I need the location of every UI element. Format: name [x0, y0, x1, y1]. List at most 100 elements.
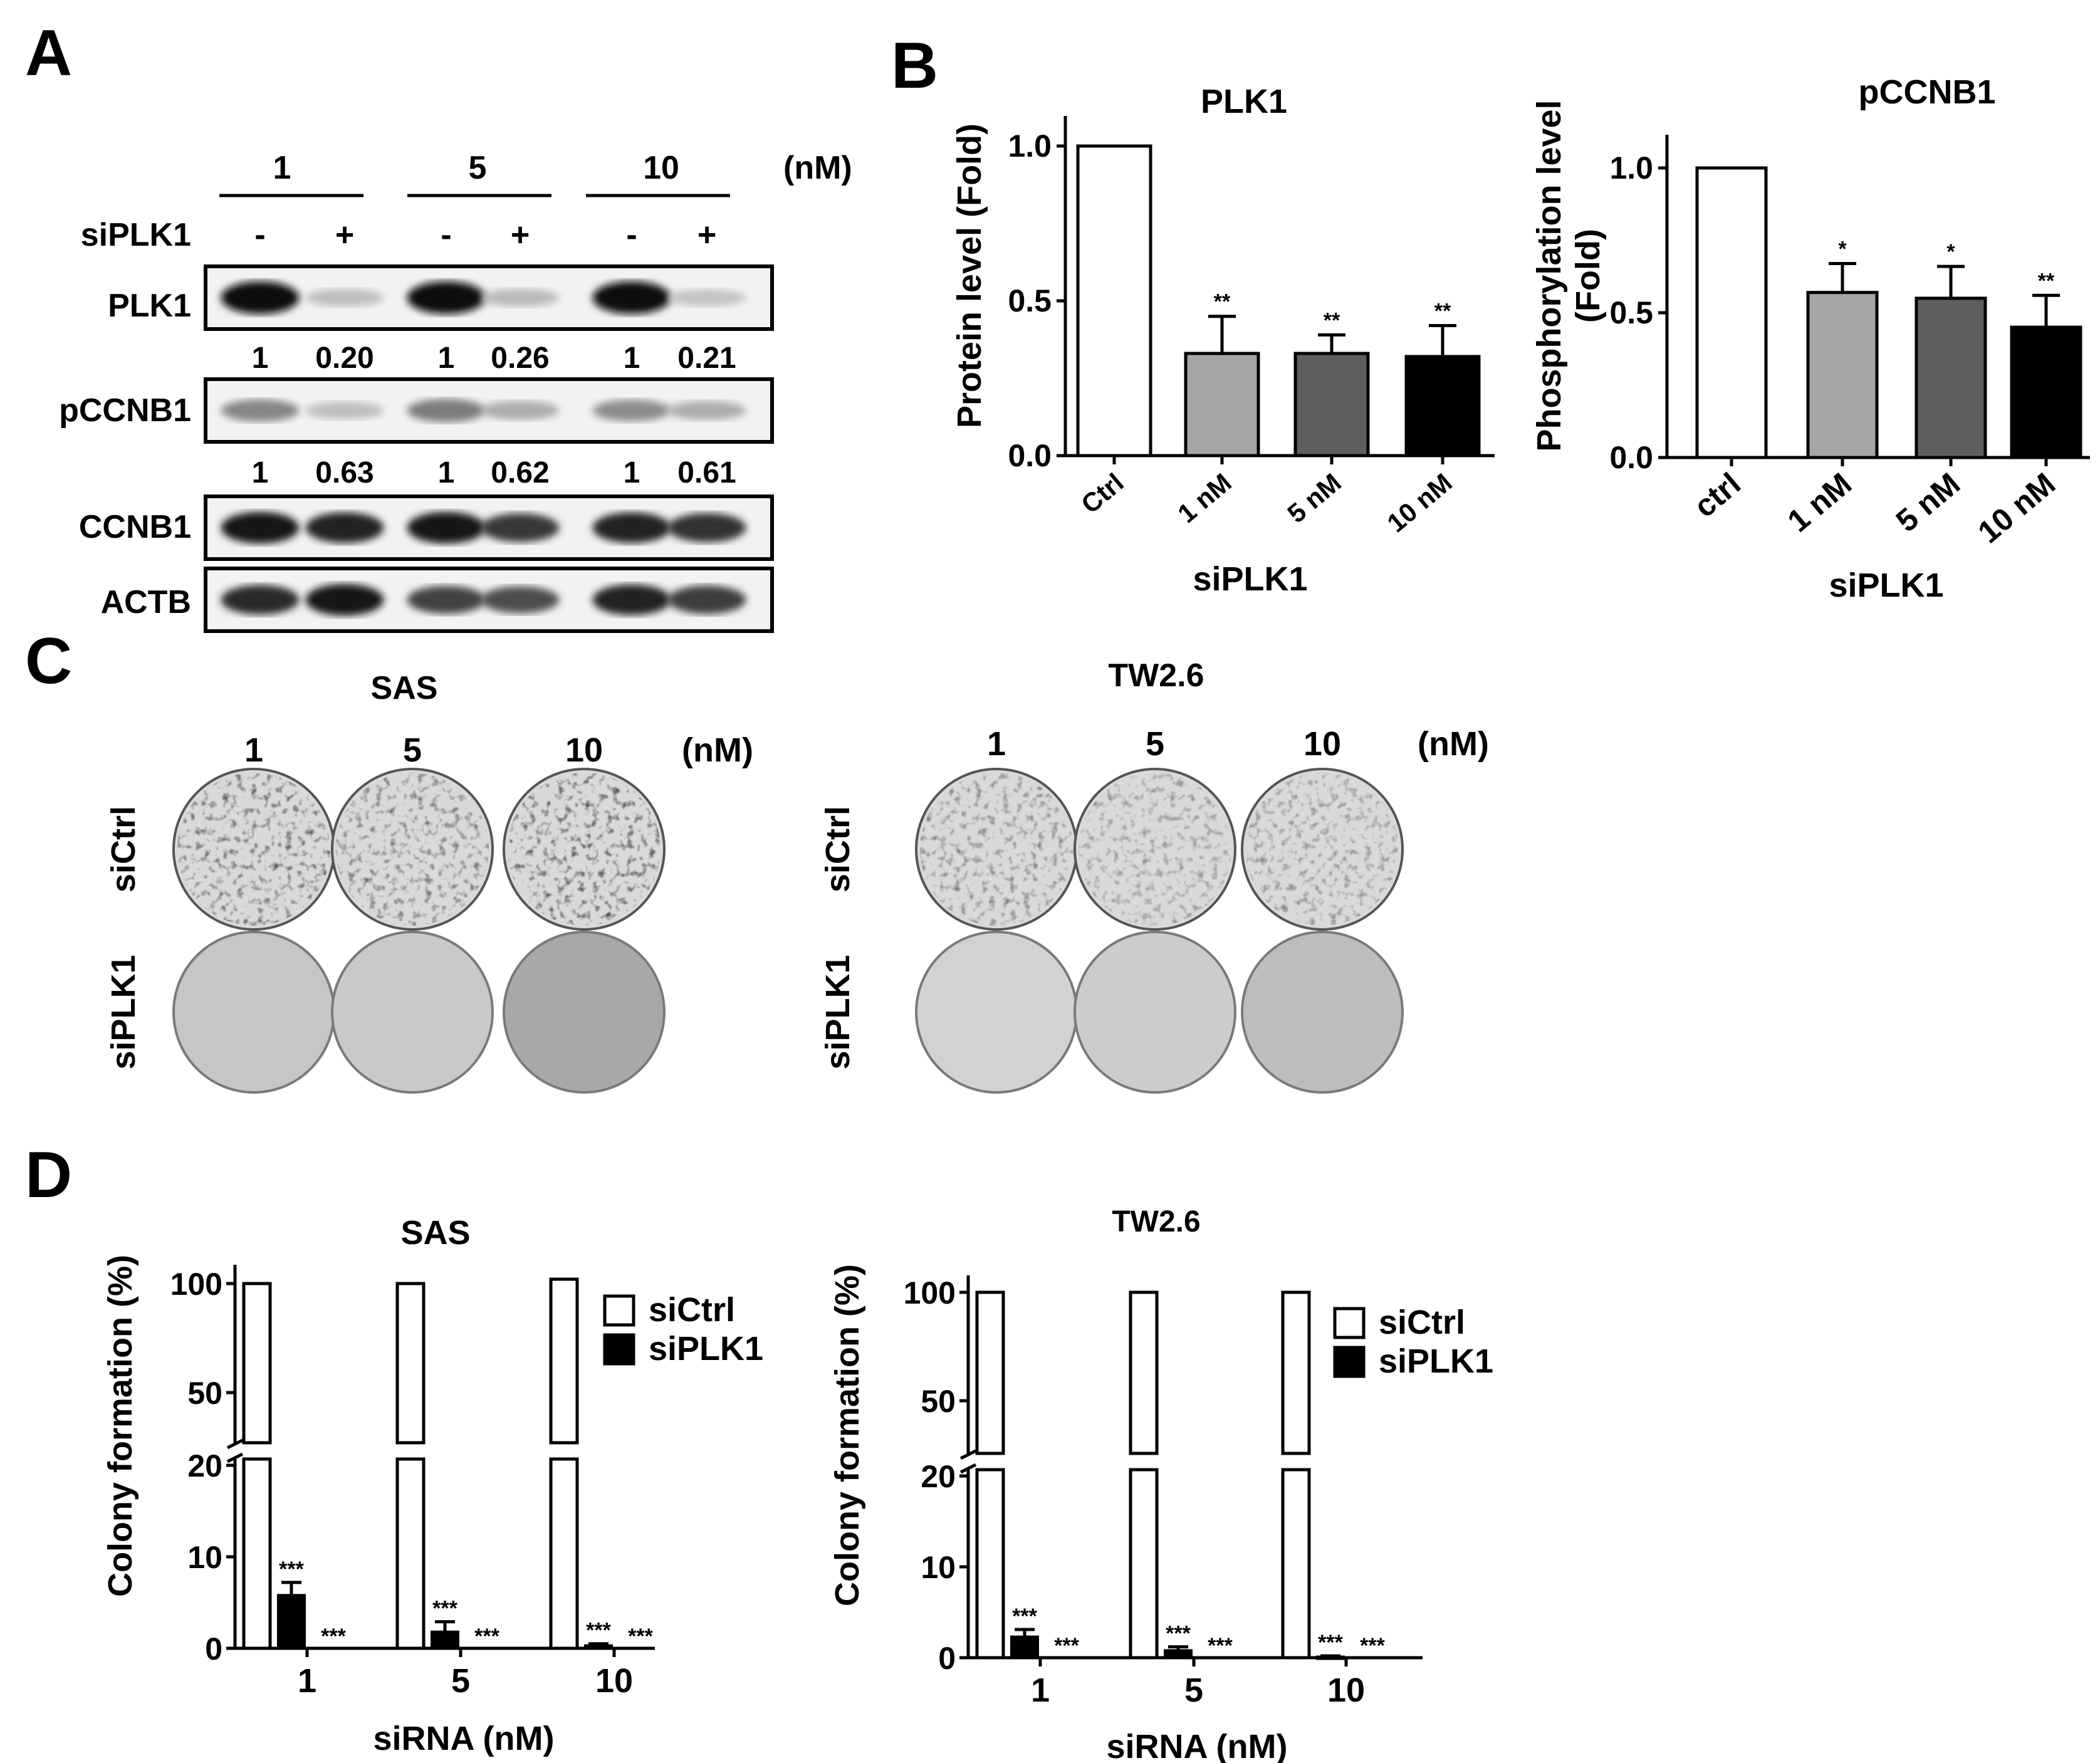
x-tick-label: 1 [1031, 1671, 1050, 1709]
blot-band [481, 586, 560, 614]
blot-label-pccnb1: pCCNB1 [59, 392, 191, 429]
colony-plate-siplk1 [331, 931, 494, 1094]
x-tick-label: 10 [1327, 1671, 1365, 1709]
blot-label-plk1: PLK1 [108, 288, 191, 324]
quant-plk1: 1 [438, 342, 455, 375]
significance-mark: ** [1214, 290, 1231, 314]
bar [1915, 296, 1987, 459]
colony-plate-siplk1 [915, 931, 1078, 1094]
bar-sictrl-lower [1129, 1468, 1159, 1660]
western-blot: 1 5 10 (nM) siPLK1 -+-+-+ PLK1pCCNB1CCNB… [59, 150, 852, 633]
bar-sictrl-lower [242, 1457, 272, 1650]
y-tick-label: 0 [205, 1631, 222, 1666]
y-tick-label: 10 [921, 1550, 956, 1585]
blot-band [407, 281, 486, 314]
quant-pccnb1: 1 [438, 456, 455, 489]
x-tick-label: Ctrl [1075, 468, 1129, 520]
colony-dose-label: 5 [403, 731, 422, 769]
x-tick-label: 10 nM [1972, 466, 2062, 550]
legend-swatch-sictrl [1333, 1307, 1366, 1339]
quant-pccnb1: 0.61 [677, 456, 736, 489]
blot-band [407, 511, 486, 544]
bar-sictrl-lower [1281, 1468, 1311, 1660]
y-tick-label: 0.5 [1008, 283, 1052, 318]
chart-colony-sas: 0102050100******1******5******10siCtrlsi… [102, 1214, 763, 1757]
blot-row-pccnb1: pCCNB1 [59, 377, 774, 444]
x-tick-label: 5 [451, 1662, 470, 1700]
significance-mark: *** [1012, 1604, 1037, 1628]
y-axis-label: Colony formation (%) [102, 1255, 139, 1597]
quant-pccnb1: 0.62 [491, 456, 549, 489]
x-axis-label: siRNA (nM) [1107, 1728, 1288, 1763]
blot-label-actb: ACTB [101, 584, 191, 620]
bar-sictrl [549, 1277, 579, 1445]
colony-dose-label: 10 [565, 731, 603, 769]
blot-dose-5: 5 [469, 150, 487, 186]
bar-sictrl [1129, 1290, 1159, 1455]
blot-band [667, 289, 746, 306]
quant-plk1: 1 [252, 342, 269, 375]
x-tick-label: 5 [1184, 1671, 1203, 1709]
legend-label-sictrl: siCtrl [1379, 1304, 1465, 1341]
blot-sign: - [254, 217, 265, 253]
blot-band [592, 584, 671, 615]
x-tick-label: 1 [298, 1662, 316, 1700]
y-tick-label: 1.0 [1609, 150, 1653, 186]
blot-band [481, 513, 560, 542]
colony-unit: (nM) [682, 731, 753, 769]
colony-plate-siplk1 [172, 931, 335, 1094]
blot-band [305, 512, 384, 543]
colony-dose-label: 10 [1303, 725, 1341, 763]
blot-band [407, 585, 486, 614]
blot-band [592, 281, 671, 314]
colony-row-label: siCtrl [105, 806, 142, 892]
bar-siplk1 [431, 1630, 459, 1650]
y-tick-label: 0.5 [1609, 295, 1653, 330]
quant-plk1: 0.26 [491, 342, 549, 375]
axis-break-mark [959, 1463, 977, 1474]
legend-swatch-siplk1 [1333, 1346, 1366, 1378]
blot-treatment-label: siPLK1 [81, 217, 191, 253]
y-tick-label: 0 [938, 1641, 956, 1676]
significance-mark: * [1838, 237, 1847, 261]
significance-mark: *** [1318, 1631, 1343, 1655]
quant-pccnb1: 1 [252, 456, 269, 489]
blot-band [221, 511, 300, 544]
bar-sictrl [1281, 1290, 1311, 1455]
bar [1184, 352, 1260, 458]
x-axis-label: siPLK1 [1193, 560, 1307, 598]
blot-sign: - [441, 217, 451, 253]
colony-plate-ctrl-colonies [1246, 773, 1399, 926]
bar-siplk1 [1316, 1655, 1345, 1660]
significance-mark: *** [474, 1624, 499, 1648]
colony-row-label: siPLK1 [105, 955, 142, 1069]
colony-plate-ctrl-colonies [177, 773, 330, 926]
bar-sictrl [395, 1282, 426, 1445]
legend-swatch-siplk1 [603, 1333, 635, 1366]
blot-row-ccnb1: CCNB1 [79, 494, 774, 561]
colony-dose-label: 1 [987, 725, 1006, 763]
blot-band [667, 585, 746, 614]
chart-title: pCCNB1 [1858, 73, 1995, 111]
chart-title: PLK1 [1201, 83, 1287, 120]
colony-row-label: siCtrl [819, 806, 857, 892]
y-tick-label: 1.0 [1008, 128, 1052, 164]
quant-plk1: 0.20 [315, 342, 374, 375]
significance-mark: ** [1434, 300, 1451, 323]
blot-row-actb: ACTB [101, 567, 774, 633]
blot-band [592, 399, 671, 422]
blot-frame [204, 377, 774, 444]
quant-plk1: 0.21 [677, 342, 736, 375]
y-tick-label: 20 [187, 1448, 222, 1483]
significance-mark: *** [1208, 1634, 1233, 1658]
y-tick-label: 20 [921, 1459, 956, 1494]
bar-sictrl-lower [975, 1468, 1005, 1660]
bar-siplk1 [1164, 1649, 1193, 1659]
